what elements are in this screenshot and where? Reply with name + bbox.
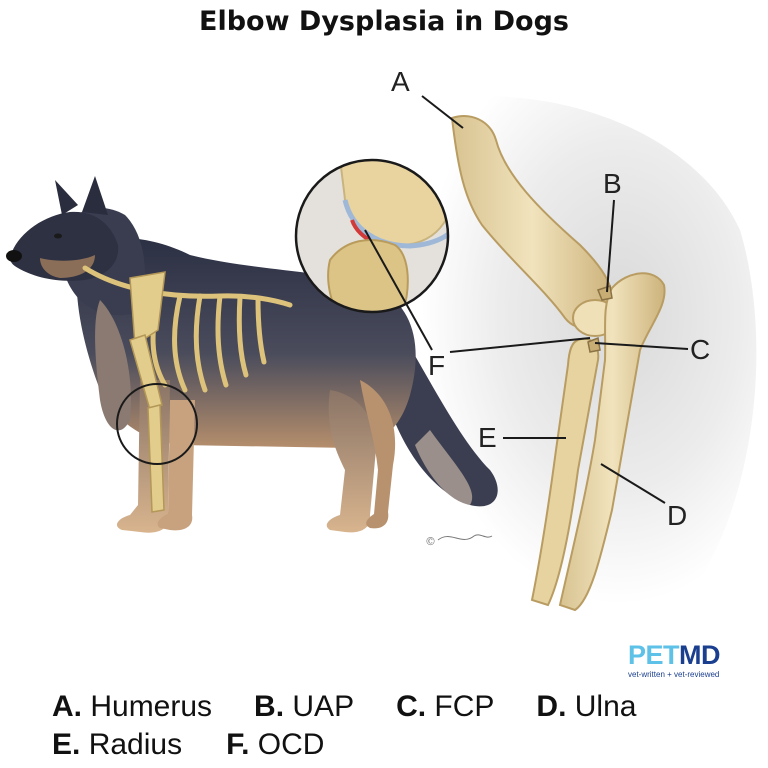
page-title: Elbow Dysplasia in Dogs: [199, 6, 569, 37]
dog-ear-right: [82, 176, 108, 215]
legend-item-f: F. OCD: [226, 728, 325, 761]
dog-nose: [6, 250, 22, 262]
uap-fragment: [597, 285, 613, 301]
leader-line-f-inset: [364, 229, 433, 351]
radius-small: [147, 404, 165, 513]
fcp-fragment: [587, 336, 601, 353]
leader-line-a: [421, 95, 464, 129]
logo-tagline: vet-written + vet-reviewed: [628, 670, 720, 679]
dog-eye: [54, 233, 62, 239]
artist-signature: ©: [425, 535, 436, 548]
legend-row-1: A. Humerus B. UAP C. FCP D. Ulna: [52, 690, 636, 724]
leader-line-d: [600, 463, 666, 504]
petmd-logo: PETMD vet-written + vet-reviewed: [628, 640, 738, 680]
logo-word-md: MD: [679, 640, 721, 670]
dog-forelimb-bones: [129, 271, 166, 513]
forelimb-bones-detail: [450, 115, 666, 612]
dog-ear-left: [55, 180, 78, 215]
legend-item-d: D. Ulna: [536, 690, 637, 723]
dog-front-leg-back: [157, 400, 195, 531]
spine: [82, 265, 293, 308]
dog-illustration: ©: [6, 176, 498, 548]
leader-lines: [364, 95, 689, 504]
callout-b: B: [603, 168, 622, 199]
legend-row-2: E. Radius F. OCD: [52, 728, 324, 762]
callout-d: D: [667, 500, 688, 531]
logo-word-pet: PET: [628, 640, 680, 670]
dog-tail: [390, 330, 498, 507]
callout-c: C: [690, 334, 711, 365]
leader-line-c: [594, 342, 689, 350]
callout-e: E: [478, 422, 497, 453]
legend-item-a: A. Humerus: [52, 690, 213, 723]
legend-item-b: B. UAP: [254, 690, 355, 723]
callout-f: F: [428, 350, 446, 381]
ulna-bone: [558, 272, 666, 612]
leader-line-b: [606, 199, 615, 293]
callout-a: A: [391, 66, 410, 97]
legend-item-c: C. FCP: [396, 690, 495, 723]
scapula: [129, 271, 166, 347]
dog-hind-leg: [326, 390, 376, 533]
dog-hind-leg-back: [360, 380, 396, 529]
leader-line-f-elbow: [449, 337, 591, 353]
legend-item-e: E. Radius: [52, 728, 183, 761]
radius-bone: [530, 337, 600, 607]
elbow-highlight-circle: [116, 383, 198, 465]
